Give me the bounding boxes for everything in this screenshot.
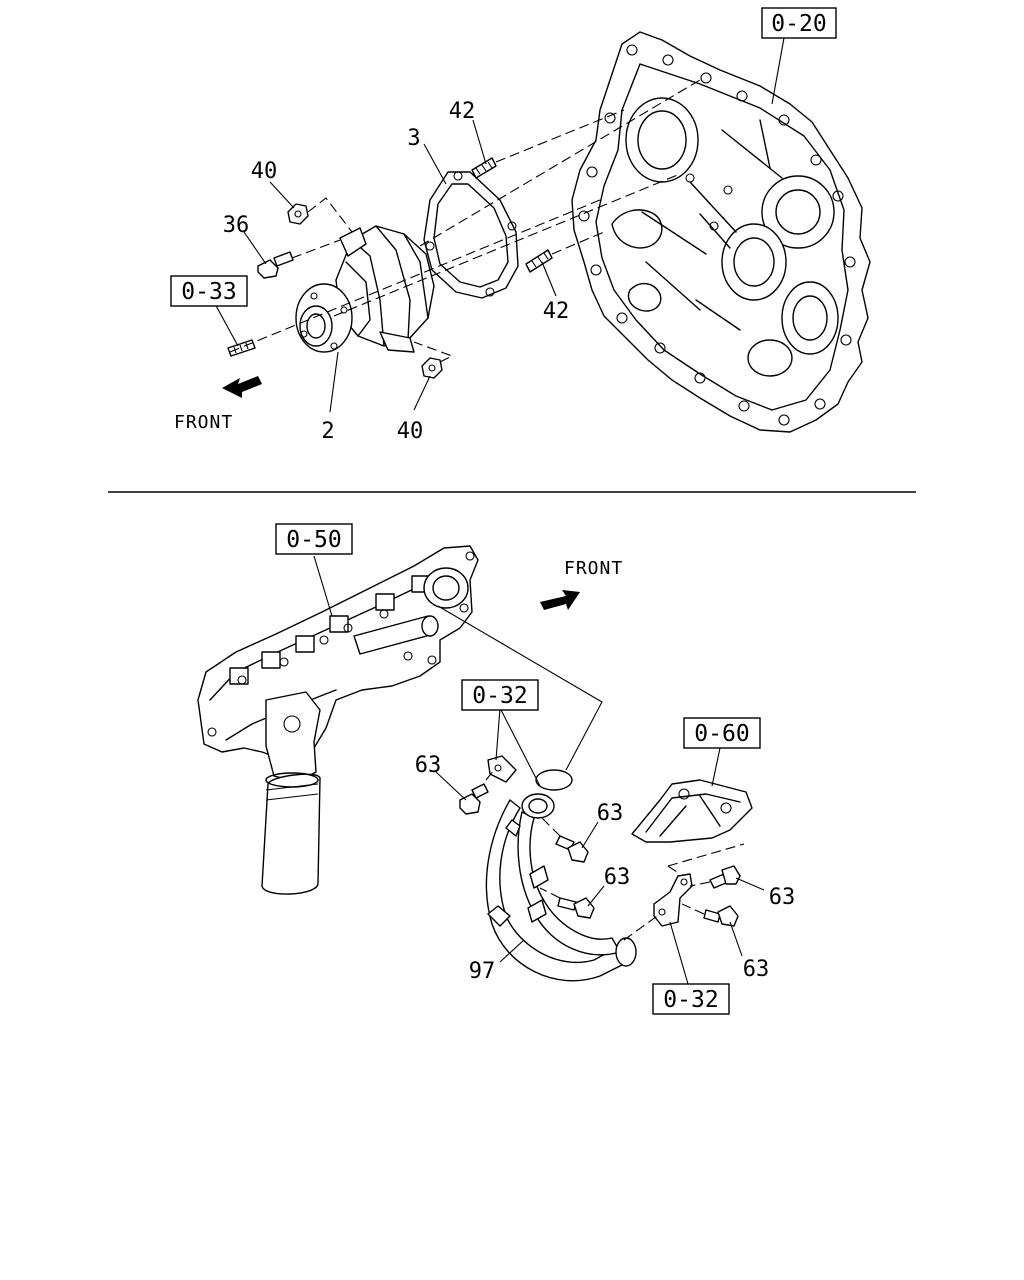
part-label-63-right-lower: 63 <box>743 957 770 982</box>
part-label-40-top: 40 <box>251 159 278 184</box>
ref-box-0-60: 0-60 <box>683 717 761 749</box>
part-label-3: 3 <box>407 126 420 151</box>
ref-box-0-33: 0-33 <box>170 275 248 307</box>
front-arrow-bottom: FRONT <box>540 558 623 610</box>
front-label-bottom: FRONT <box>564 558 623 579</box>
part-label-36: 36 <box>223 213 250 238</box>
gasket-part <box>423 171 519 299</box>
lower-pipe-bracket <box>653 873 693 927</box>
ref-box-0-20: 0-20 <box>761 7 837 39</box>
top-fasteners <box>227 157 553 379</box>
front-label-top: FRONT <box>174 412 233 433</box>
water-pipe-part <box>485 793 637 982</box>
timing-case-assembly <box>571 31 871 433</box>
part-label-63-pipe-top: 63 <box>597 801 624 826</box>
svg-text:0-50: 0-50 <box>286 527 341 553</box>
svg-text:0-33: 0-33 <box>181 279 236 305</box>
support-bracket-0-60 <box>631 779 753 843</box>
part-label-42-top: 42 <box>449 99 476 124</box>
part-label-63-right-upper: 63 <box>769 885 796 910</box>
part-label-97: 97 <box>469 959 496 984</box>
bottom-fasteners <box>459 783 741 927</box>
ref-box-0-50: 0-50 <box>275 523 353 555</box>
bottom-leader-lines <box>313 555 765 985</box>
top-assembly-lines <box>229 79 701 363</box>
ref-box-0-32-lower: 0-32 <box>652 983 730 1015</box>
top-leader-lines <box>213 37 785 413</box>
front-arrow-icon <box>540 590 580 610</box>
front-arrow-icon <box>222 376 262 398</box>
upper-pipe-bracket <box>487 755 517 783</box>
part-label-2: 2 <box>321 419 334 444</box>
o-ring-part <box>535 769 573 791</box>
svg-text:0-32: 0-32 <box>663 987 718 1013</box>
svg-text:0-32: 0-32 <box>472 683 527 709</box>
ref-box-0-32-upper: 0-32 <box>461 679 539 711</box>
svg-text:0-60: 0-60 <box>694 721 749 747</box>
water-pump-part <box>295 225 435 353</box>
oil-cooler-assembly <box>197 545 479 895</box>
part-label-42-bottom: 42 <box>543 299 570 324</box>
front-arrow-top: FRONT <box>174 376 262 433</box>
bottom-assembly-lines <box>485 769 745 941</box>
svg-text:0-20: 0-20 <box>771 11 826 37</box>
part-label-40-bottom: 40 <box>397 419 424 444</box>
part-label-63-pipe-mid: 63 <box>604 865 631 890</box>
part-label-63-left: 63 <box>415 753 442 778</box>
